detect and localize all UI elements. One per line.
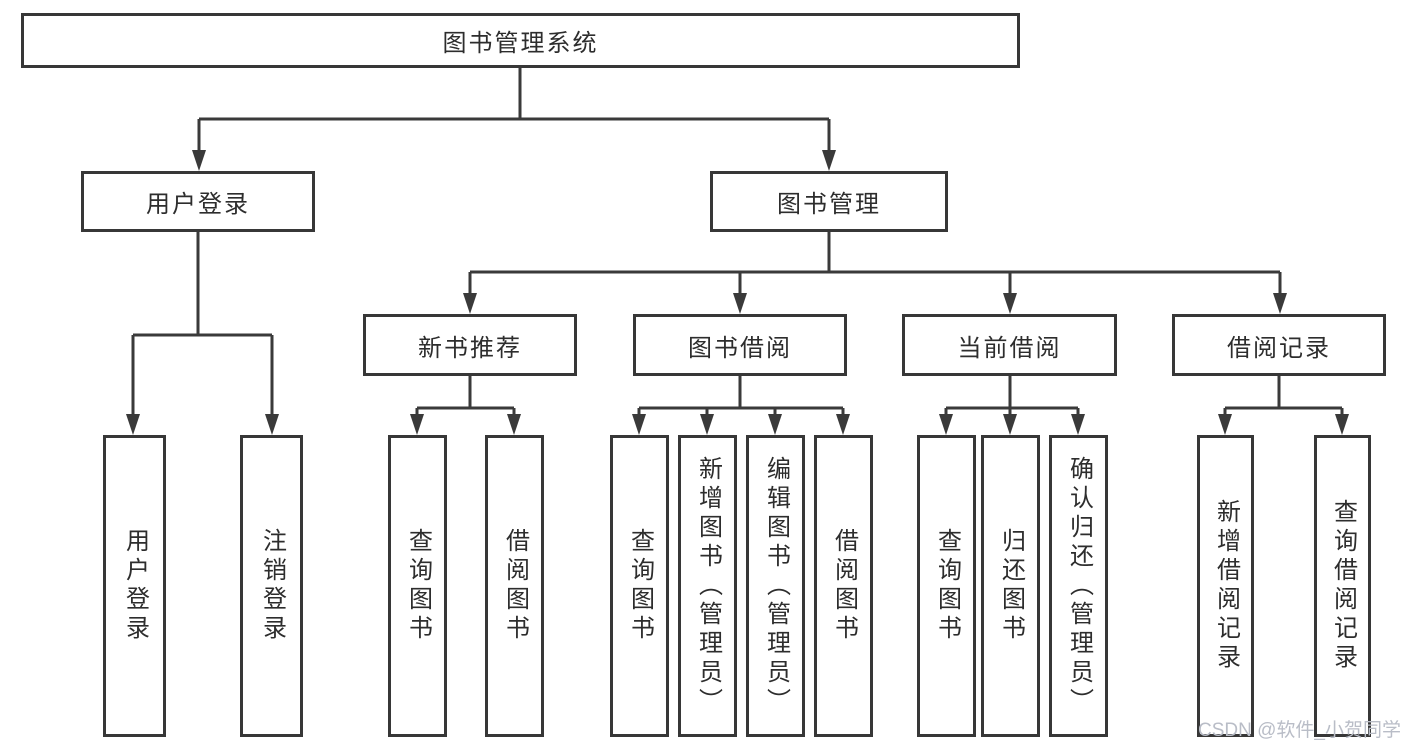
leaf-borrow-add-books-admin: 新增图书（管理员） bbox=[678, 435, 737, 737]
leaf-borrow-query-books: 查询图书 bbox=[610, 435, 669, 737]
leaf-recommend-query-books: 查询图书 bbox=[388, 435, 447, 737]
leaf-borrow-edit-books-admin: 编辑图书（管理员） bbox=[746, 435, 805, 737]
leaf-records-add-record-label: 新增借阅记录 bbox=[1212, 499, 1240, 673]
leaf-borrow-query-books-label: 查询图书 bbox=[626, 528, 654, 644]
node-user-login: 用户登录 bbox=[81, 171, 315, 232]
node-user-login-label: 用户登录 bbox=[146, 191, 250, 218]
leaf-current-return-books-label: 归还图书 bbox=[997, 528, 1025, 644]
leaf-current-confirm-return-admin: 确认归还（管理员） bbox=[1049, 435, 1108, 737]
node-root: 图书管理系统 bbox=[21, 13, 1020, 68]
leaf-records-query-record: 查询借阅记录 bbox=[1314, 435, 1371, 737]
leaf-borrow-add-books-admin-label: 新增图书（管理员） bbox=[694, 455, 722, 717]
leaf-records-add-record: 新增借阅记录 bbox=[1197, 435, 1254, 737]
node-root-label: 图书管理系统 bbox=[442, 30, 599, 57]
node-new-book-recommend-label: 新书推荐 bbox=[418, 334, 522, 362]
leaf-borrow-edit-books-admin-label: 编辑图书（管理员） bbox=[762, 455, 790, 717]
leaf-logout: 注销登录 bbox=[240, 435, 303, 737]
leaf-current-return-books: 归还图书 bbox=[981, 435, 1040, 737]
node-current-borrowing: 当前借阅 bbox=[902, 314, 1117, 376]
csdn-watermark: CSDN @软件_小贺同学 bbox=[1198, 720, 1401, 741]
leaf-current-confirm-return-admin-label: 确认归还（管理员） bbox=[1065, 455, 1093, 717]
node-borrowing-records-label: 借阅记录 bbox=[1227, 334, 1331, 362]
leaf-recommend-borrow-books-label: 借阅图书 bbox=[501, 528, 529, 644]
leaf-user-login: 用户登录 bbox=[103, 435, 166, 737]
leaf-borrow-borrow-books: 借阅图书 bbox=[814, 435, 873, 737]
node-book-borrowing: 图书借阅 bbox=[633, 314, 847, 376]
leaf-records-query-record-label: 查询借阅记录 bbox=[1329, 499, 1357, 673]
leaf-logout-label: 注销登录 bbox=[258, 528, 286, 644]
leaf-current-query-books: 查询图书 bbox=[917, 435, 976, 737]
leaf-borrow-borrow-books-label: 借阅图书 bbox=[830, 528, 858, 644]
node-book-management: 图书管理 bbox=[710, 171, 948, 232]
node-book-management-label: 图书管理 bbox=[777, 191, 881, 218]
node-borrowing-records: 借阅记录 bbox=[1172, 314, 1386, 376]
leaf-recommend-borrow-books: 借阅图书 bbox=[485, 435, 544, 737]
node-new-book-recommend: 新书推荐 bbox=[363, 314, 577, 376]
leaf-recommend-query-books-label: 查询图书 bbox=[404, 528, 432, 644]
leaf-user-login-label: 用户登录 bbox=[121, 528, 149, 644]
node-book-borrowing-label: 图书借阅 bbox=[688, 334, 792, 362]
leaf-current-query-books-label: 查询图书 bbox=[933, 528, 961, 644]
node-current-borrowing-label: 当前借阅 bbox=[957, 334, 1062, 362]
